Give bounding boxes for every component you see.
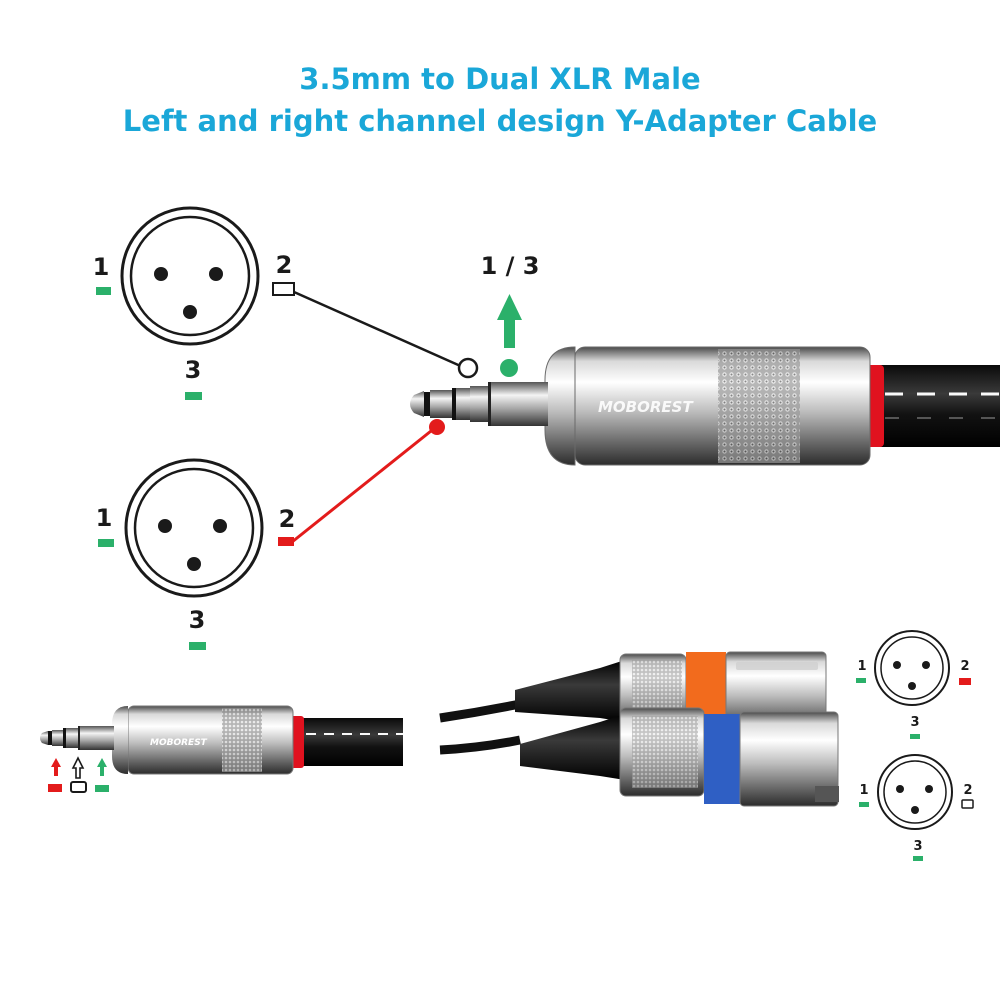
trs-plug-illustration: MOBOREST [410, 346, 1000, 466]
xlr-bottom-pin1-marker [98, 539, 114, 547]
mini-xlr-top-pin2-marker [959, 678, 971, 685]
tip-marker [70, 781, 87, 793]
xlr-bottom-pin2-label: 2 [279, 505, 296, 533]
mini-xlr-bottom-pin1-marker [859, 802, 869, 807]
xlr-bottom-pin3-marker [189, 642, 206, 650]
xlr-bottom-pin2-marker [278, 537, 294, 546]
mini-xlr-bottom-pin2-label: 2 [963, 783, 972, 798]
xlr-plug-illustration [439, 651, 839, 807]
xlr-top-pin3-marker [185, 392, 202, 400]
mini-xlr-bottom-pin3-marker [913, 856, 923, 861]
mini-xlr-top-pin3-marker [910, 734, 920, 739]
sleeve-contact-dot [500, 359, 518, 377]
sleeve-arrow-legend [95, 758, 109, 792]
xlr-socket-icon [877, 754, 953, 830]
plug-ground-label: 1 / 3 [481, 252, 540, 280]
mini-xlr-bottom-pin1-label: 1 [859, 783, 868, 798]
title-line-2: Left and right channel design Y-Adapter … [122, 104, 878, 138]
ring-marker [48, 784, 62, 792]
title-line-1: 3.5mm to Dual XLR Male [299, 62, 701, 96]
xlr-bottom-pin3-label: 3 [189, 606, 206, 634]
mini-xlr-top-pin2-label: 2 [960, 659, 969, 674]
pin2-to-tip-line [293, 290, 466, 370]
xlr-top-pin2-marker [272, 282, 295, 296]
small-trs-plug-illustration: MOBOREST [40, 705, 403, 775]
small-brand-name: MOBOREST [150, 738, 208, 748]
arrow-up-icon [54, 766, 58, 776]
xlr-top-pin1-marker [96, 287, 111, 295]
sleeve-marker [95, 785, 109, 792]
ring-arrow-legend [70, 756, 87, 793]
xlr-bottom-diagram: 1 2 3 [96, 458, 296, 650]
mini-xlr-bottom-pin2-marker [961, 799, 974, 809]
xlr-top-pin3-label: 3 [185, 356, 202, 384]
arrow-up-icon [497, 294, 522, 348]
xlr-top-pin1-label: 1 [93, 253, 110, 281]
tip-contact-dot [457, 357, 479, 379]
arrow-up-icon [100, 766, 104, 776]
mini-xlr-bottom-diagram: 1 2 3 [859, 754, 974, 861]
mini-xlr-top-pin1-marker [856, 678, 866, 683]
arrow-up-icon [71, 756, 85, 779]
mini-xlr-top-diagram: 1 2 3 [856, 630, 971, 739]
xlr-top-pin2-label: 2 [276, 251, 293, 279]
tip-arrow-legend [48, 758, 62, 792]
xlr-bottom-pin1-label: 1 [96, 504, 113, 532]
brand-name: MOBOREST [598, 398, 694, 416]
xlr-socket-icon [120, 206, 260, 346]
blue-band [704, 714, 740, 804]
ring-contact-dot [429, 419, 445, 435]
mini-xlr-top-pin1-label: 1 [857, 659, 866, 674]
mini-xlr-top-pin3-label: 3 [910, 715, 919, 730]
pin2-to-ring-line [291, 425, 437, 544]
xlr-top-diagram: 1 2 3 [93, 206, 295, 400]
xlr-socket-icon [124, 458, 264, 598]
mini-xlr-bottom-pin3-label: 3 [913, 839, 922, 854]
xlr-socket-icon [874, 630, 950, 706]
